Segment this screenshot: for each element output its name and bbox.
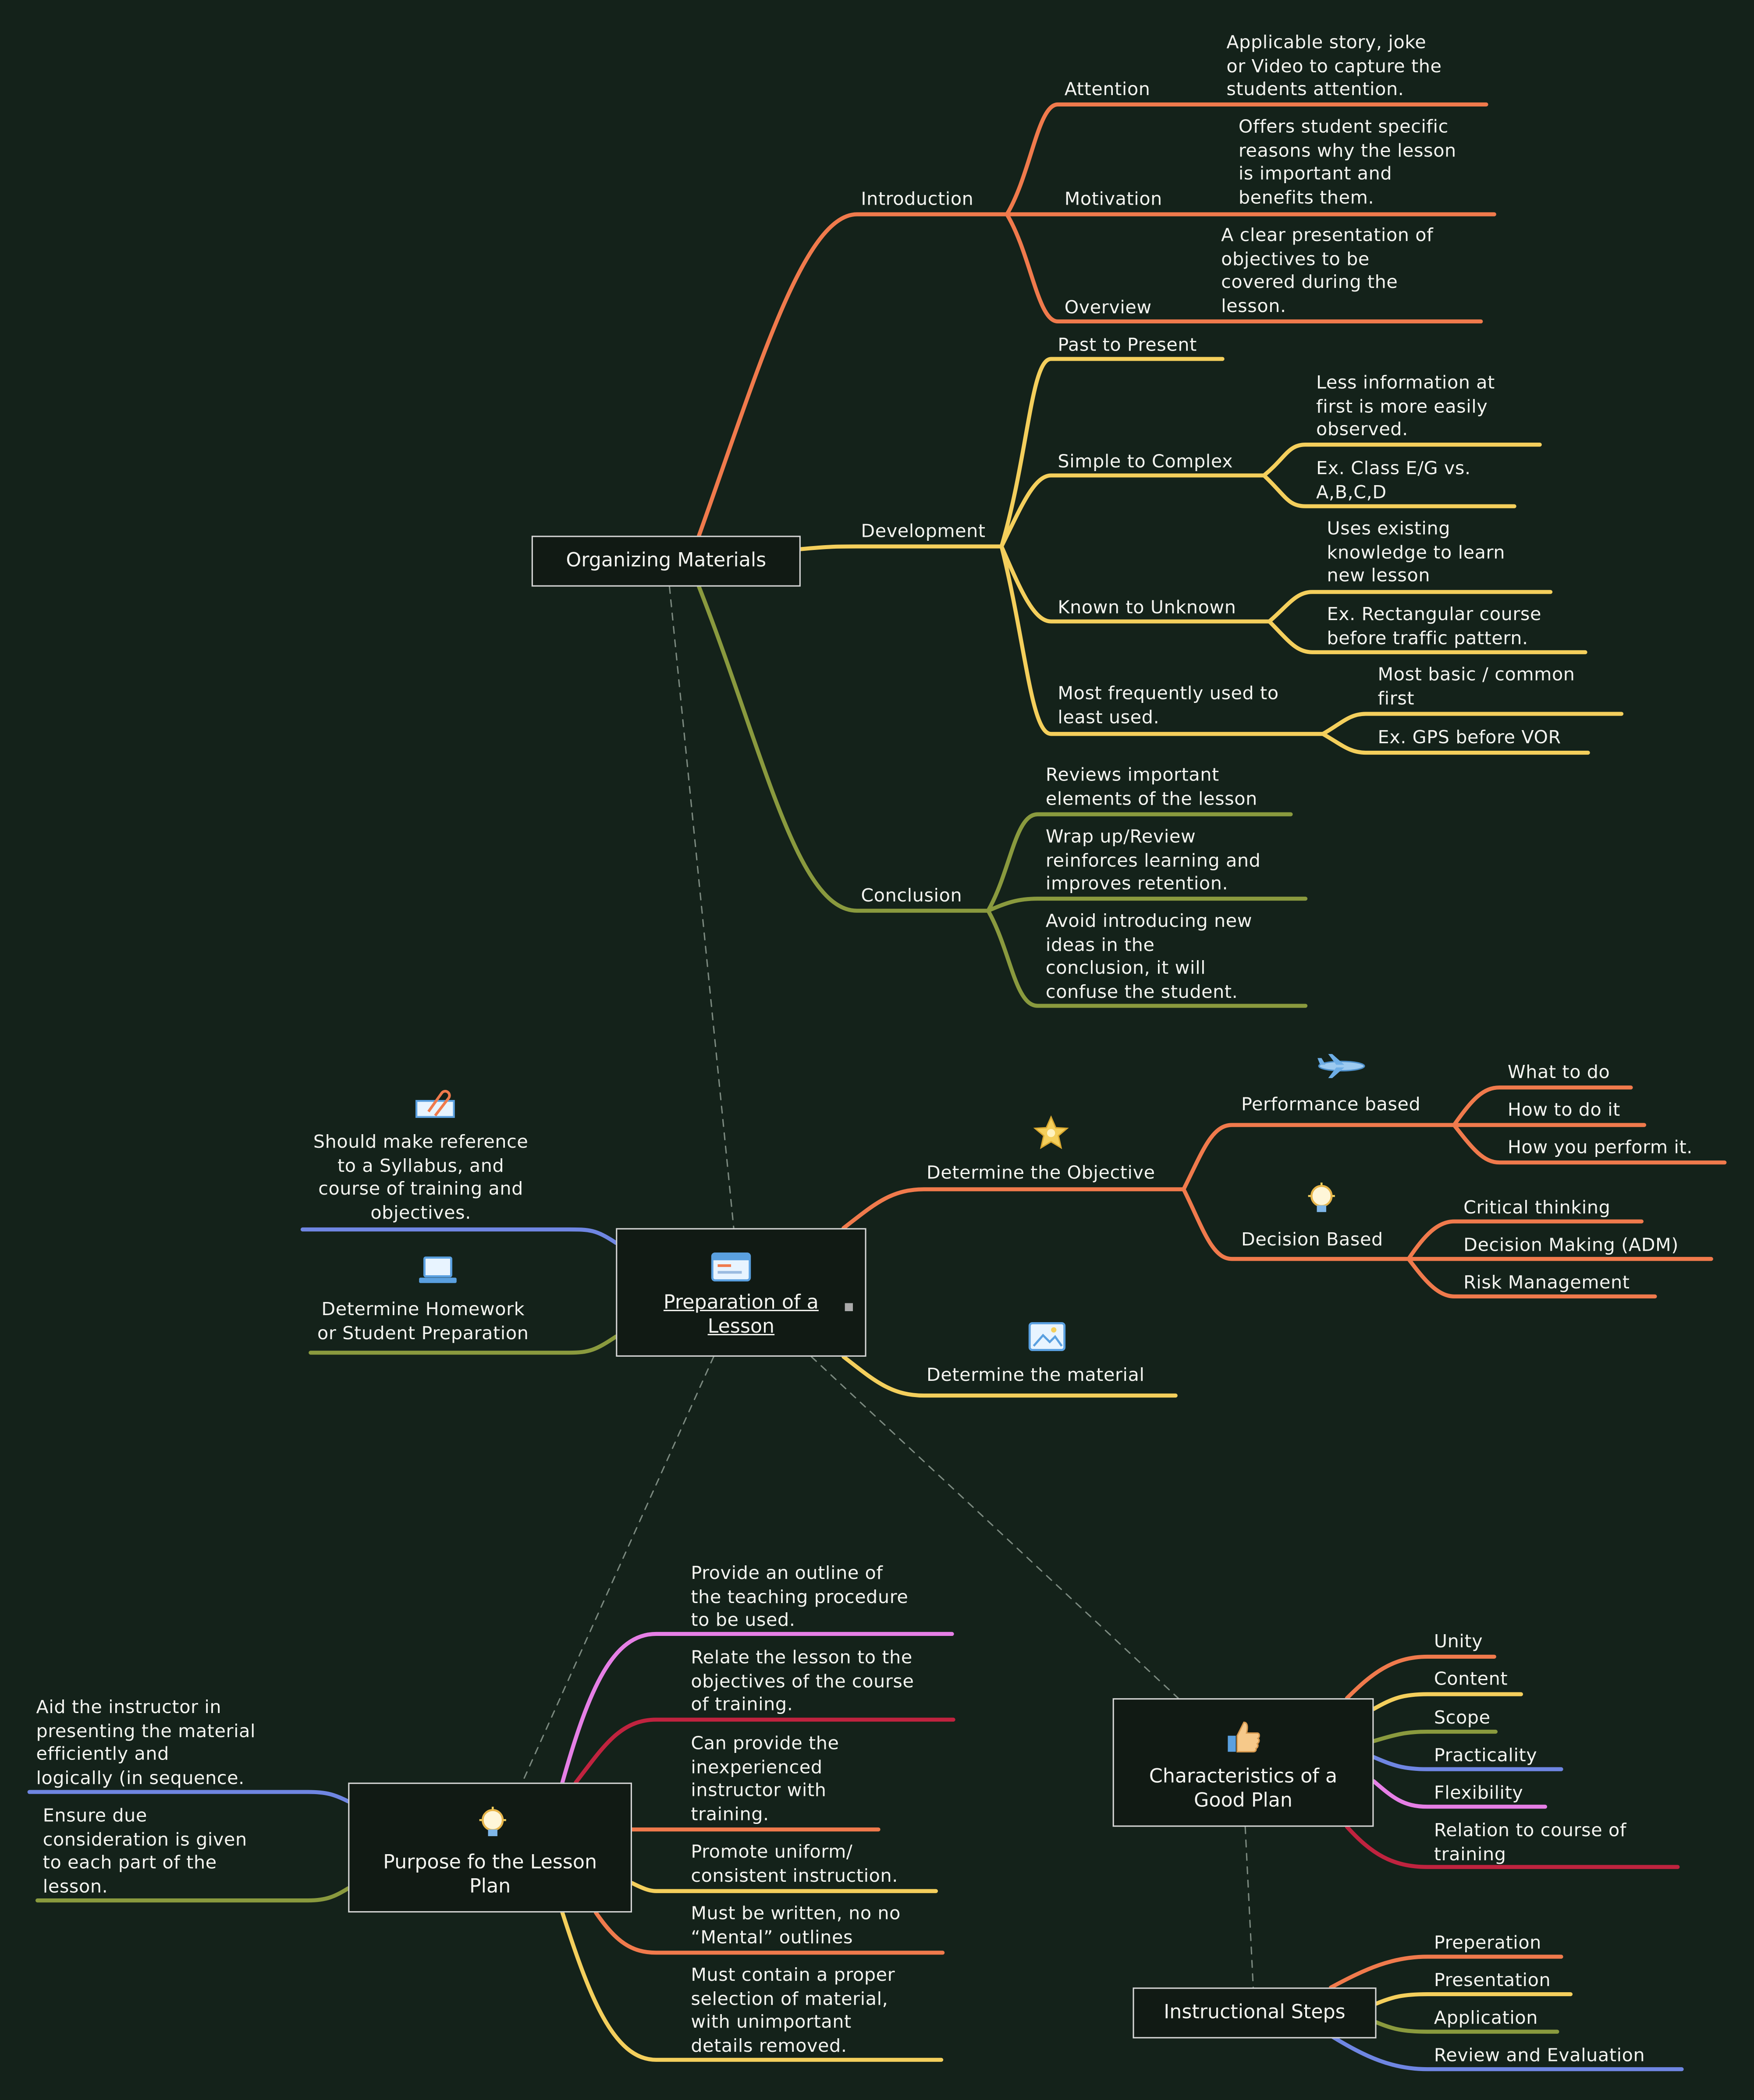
relationship-lines — [521, 586, 1254, 1988]
frequent-note-2[interactable]: Ex. GPS before VOR — [1378, 727, 1561, 749]
decision-based-label[interactable]: Decision Based — [1241, 1229, 1383, 1251]
characteristics-branches — [1345, 1654, 1680, 1869]
material-branch — [841, 1355, 1178, 1398]
purpose-branches — [27, 1632, 955, 2062]
decision-making-label[interactable]: Decision Making (ADM) — [1463, 1234, 1679, 1256]
purpose-left-item-1[interactable]: Aid the instructor in presenting the mat… — [36, 1697, 256, 1789]
purpose-item-6[interactable]: Must contain a proper selection of mater… — [691, 1965, 895, 2057]
paperclip-icon — [415, 1090, 455, 1118]
purpose-item-3[interactable]: Can provide the inexperienced instructor… — [691, 1733, 839, 1825]
development-branch — [799, 357, 1624, 755]
conclusion-item-1[interactable]: Reviews important elements of the lesson — [1045, 765, 1257, 810]
motivation-note[interactable]: Offers student specific reasons why the … — [1238, 116, 1456, 209]
risk-management-label[interactable]: Risk Management — [1463, 1272, 1630, 1294]
preparation-label: Preparation of a Lesson — [663, 1292, 819, 1338]
introduction-branch — [697, 102, 1496, 538]
unity-label[interactable]: Unity — [1434, 1631, 1483, 1653]
simple-note-1[interactable]: Less information at first is more easily… — [1316, 372, 1495, 441]
application-step-label[interactable]: Application — [1434, 2008, 1538, 2029]
content-label[interactable]: Content — [1434, 1668, 1508, 1690]
practicality-label[interactable]: Practicality — [1434, 1745, 1537, 1767]
development-label[interactable]: Development — [861, 521, 986, 543]
picture-icon — [1028, 1322, 1066, 1352]
purpose-item-4[interactable]: Promote uniform/ consistent instruction. — [691, 1841, 898, 1887]
introduction-label[interactable]: Introduction — [861, 188, 974, 210]
note-marker-icon[interactable] — [845, 1303, 853, 1311]
review-evaluation-step-label[interactable]: Review and Evaluation — [1434, 2045, 1645, 2067]
purpose-item-5[interactable]: Must be written, no no “Mental” outlines — [691, 1903, 901, 1948]
organizing-materials-label: Organizing Materials — [566, 550, 767, 572]
syllabus-branch — [300, 1227, 618, 1245]
purpose-label: Purpose fo the Lesson Plan — [383, 1852, 597, 1897]
conclusion-label[interactable]: Conclusion — [861, 885, 962, 907]
overview-label[interactable]: Overview — [1064, 297, 1152, 319]
homework-label[interactable]: Determine Homework or Student Preparatio… — [317, 1299, 529, 1344]
frequent-note-1[interactable]: Most basic / common first — [1378, 664, 1575, 709]
simple-note-2[interactable]: Ex. Class E/G vs. A,B,C,D — [1316, 458, 1471, 503]
how-you-perform-label[interactable]: How you perform it. — [1507, 1137, 1693, 1159]
purpose-left-item-2[interactable]: Ensure due consideration is given to eac… — [43, 1805, 247, 1897]
relation-to-course-label[interactable]: Relation to course of training — [1434, 1820, 1626, 1865]
purpose-topic[interactable]: Purpose fo the Lesson Plan — [348, 1782, 632, 1913]
conclusion-item-2[interactable]: Wrap up/Review reinforces learning and i… — [1045, 826, 1261, 895]
motivation-label[interactable]: Motivation — [1064, 188, 1162, 210]
scope-label[interactable]: Scope — [1434, 1707, 1491, 1729]
presentation-step-label[interactable]: Presentation — [1434, 1970, 1551, 1992]
notebook-icon — [711, 1252, 751, 1282]
organizing-materials-topic[interactable]: Organizing Materials — [531, 536, 801, 587]
laptop-icon — [419, 1256, 457, 1283]
preparation-topic[interactable]: Preparation of a Lesson — [616, 1228, 866, 1357]
known-note-1[interactable]: Uses existing knowledge to learn new les… — [1327, 518, 1505, 587]
attention-label[interactable]: Attention — [1064, 79, 1150, 101]
simple-to-complex-label[interactable]: Simple to Complex — [1058, 451, 1233, 473]
steps-branches — [1329, 1955, 1684, 2072]
syllabus-label[interactable]: Should make reference to a Syllabus, and… — [313, 1132, 529, 1224]
characteristics-label: Characteristics of a Good Plan — [1149, 1767, 1338, 1812]
star-icon — [1033, 1115, 1069, 1149]
homework-branch — [309, 1334, 618, 1355]
conclusion-branch — [697, 584, 1308, 1008]
attention-note[interactable]: Applicable story, joke or Video to captu… — [1226, 32, 1442, 101]
frequent-label[interactable]: Most frequently used to least used. — [1058, 683, 1279, 728]
lightbulb-icon — [1308, 1182, 1335, 1212]
past-to-present-label[interactable]: Past to Present — [1058, 335, 1197, 356]
conclusion-item-3[interactable]: Avoid introducing new ideas in the concl… — [1045, 911, 1253, 1003]
what-to-do-label[interactable]: What to do — [1507, 1062, 1610, 1084]
flexibility-label[interactable]: Flexibility — [1434, 1782, 1523, 1804]
purpose-item-2[interactable]: Relate the lesson to the objectives of t… — [691, 1647, 914, 1716]
determine-objective-label[interactable]: Determine the Objective — [927, 1162, 1155, 1184]
airplane-icon — [1317, 1054, 1365, 1078]
thumbs-up-icon — [1228, 1721, 1260, 1752]
known-note-2[interactable]: Ex. Rectangular course before traffic pa… — [1327, 604, 1542, 649]
characteristics-topic[interactable]: Characteristics of a Good Plan — [1112, 1698, 1374, 1827]
lightbulb-icon — [479, 1806, 506, 1836]
known-to-unknown-label[interactable]: Known to Unknown — [1058, 597, 1236, 619]
preperation-step-label[interactable]: Preperation — [1434, 1932, 1541, 1954]
instructional-steps-label: Instructional Steps — [1164, 2002, 1346, 2024]
instructional-steps-topic[interactable]: Instructional Steps — [1133, 1987, 1377, 2039]
overview-note[interactable]: A clear presentation of objectives to be… — [1221, 225, 1434, 317]
critical-thinking-label[interactable]: Critical thinking — [1463, 1197, 1611, 1219]
performance-based-label[interactable]: Performance based — [1241, 1094, 1421, 1116]
objective-branch — [841, 1085, 1727, 1298]
purpose-item-1[interactable]: Provide an outline of the teaching proce… — [691, 1563, 909, 1632]
determine-material-label[interactable]: Determine the material — [927, 1365, 1145, 1387]
how-to-do-it-label[interactable]: How to do it — [1507, 1100, 1620, 1121]
